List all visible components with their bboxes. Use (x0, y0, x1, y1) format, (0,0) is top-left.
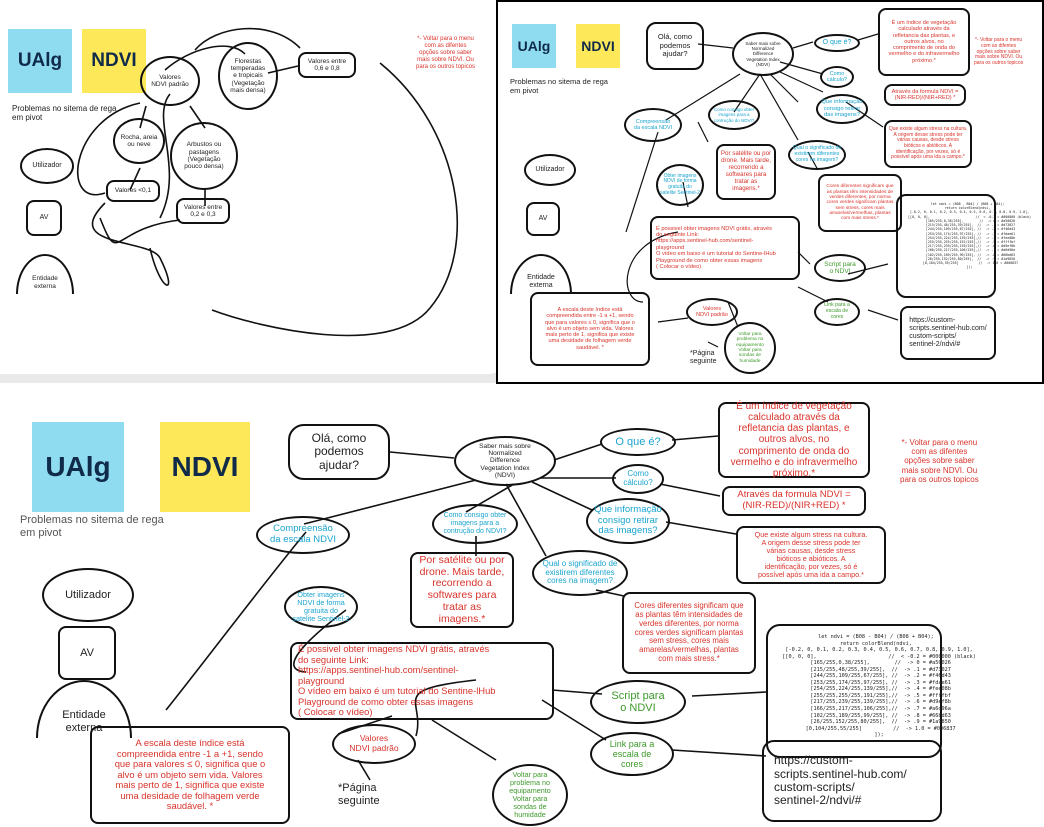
node-rocha-areia-neve: Rocha, areia ou neve (113, 118, 165, 164)
node-custom-url: https://custom- scripts.sentinel-hub.com… (762, 740, 942, 822)
node-satelite: Por satélite ou por drone. Mais tarde, r… (410, 552, 514, 628)
subtitle: Problemas no sitema de rega em pivot (12, 104, 117, 123)
node-voltar: Voltar para problema no equipamento Volt… (492, 764, 568, 826)
node-arbustos: Arbustos ou pastagens (Vegetação pouco d… (170, 122, 238, 190)
node-possivel-obter: É possivel obter imagens NDVI grátis, at… (290, 642, 554, 720)
legend-entidade-externa: Entidade externa (510, 254, 572, 294)
node-link-escala: Link para a escala de cores (590, 732, 674, 776)
node-valores-padrao: Valores NDVI padrão (332, 724, 416, 764)
legend-utilizador: Utilizador (20, 148, 74, 184)
node-o-que-e: O que é? (814, 34, 860, 52)
node-escala: A escala deste índice está compreendida … (530, 292, 650, 366)
subtitle: Problemas no sitema de rega em pivot (510, 77, 608, 95)
node-cores: Cores diferentes significam que as plant… (818, 174, 902, 232)
node-script: Script para o NDVI (814, 254, 866, 282)
node-custom-url: https://custom- scripts.sentinel-hub.com… (900, 306, 996, 360)
legend-av: AV (526, 202, 560, 236)
node-significado: Qual o significado de existirem diferent… (788, 140, 846, 170)
node-stress: Que existe algum stress na cultura. A or… (884, 120, 972, 168)
node-saber-mais: Saber mais sobre Normalized Difference V… (454, 436, 556, 486)
panel-flow-small: UAlg NDVI Problemas no sitema de rega em… (496, 0, 1044, 384)
menu-note: *- Voltar para o menu com as difentes op… (416, 36, 476, 70)
panel-flow-large: UAlg NDVI Problemas no sitema de rega em… (6, 400, 1044, 827)
node-entre-02-03: Valores entre 0,2 e 0,3 (176, 198, 230, 224)
node-escala: A escala deste índice está compreendida … (90, 726, 290, 824)
legend-utilizador: Utilizador (524, 154, 576, 186)
node-ola: Olá, como podemos ajudar? (646, 22, 704, 70)
ndvi-sticky: NDVI (82, 29, 146, 93)
node-como-obter: Como consigo obter imagens para a contru… (432, 504, 518, 544)
ualg-sticky: UAlg (32, 422, 124, 512)
node-possivel-obter: É possivel obter imagens NDVI grátis, at… (650, 216, 800, 280)
node-saber-mais: Saber mais sobre Normalized Difference V… (732, 32, 794, 76)
node-pagina-seguinte: *Página seguinte (690, 350, 717, 366)
ndvi-script-code: let ndvi = (B08 - B04) / (B08 + B04); re… (782, 634, 976, 739)
node-definicao: É um índice de vegetação calculado atrav… (878, 8, 970, 76)
panel-separator (0, 373, 496, 383)
node-significado: Qual o significado de existirem diferent… (532, 550, 628, 596)
menu-note: *- Voltar para o menu com as difentes op… (974, 37, 1024, 66)
subtitle: Problemas no sitema de rega em pivot (20, 514, 164, 539)
ndvi-sticky: NDVI (576, 24, 620, 68)
node-formula: Através da formula NDVI = (NIR-RED)/(NIR… (884, 84, 966, 106)
node-compreensao: Compreensão da escala NDVI (256, 516, 350, 554)
node-menor-01: Valores <0,1 (106, 180, 160, 202)
node-obter-gratuita: Obter imagens NDVI de forma gratuita do … (656, 164, 704, 206)
menu-note: *- Voltar para o menu com as difentes op… (900, 438, 979, 484)
node-cores: Cores diferentes significam que as plant… (622, 592, 756, 674)
node-como-calculo: Como cálculo? (612, 464, 664, 494)
node-que-informacao: Que informação consigo retirar das image… (816, 94, 868, 124)
node-ola: Olá, como podemos ajudar? (288, 424, 390, 480)
node-o-que-e: O que é? (600, 428, 676, 456)
ualg-sticky: UAlg (8, 29, 72, 93)
ndvi-script-code: let ndvi = (B08 - B04) / (B08 + B04); re… (907, 202, 1032, 270)
node-obter-gratuita: Obter imagens NDVI de forma gratuita do … (284, 586, 358, 628)
node-que-informacao: Que informação consigo retirar das image… (586, 498, 670, 544)
node-link-escala: Link para a escala de cores (814, 298, 860, 326)
legend-entidade-externa: Entidade externa (16, 254, 74, 294)
node-como-calculo: Como cálculo? (820, 66, 854, 88)
node-definicao: É um índice de vegetação calculado atrav… (718, 401, 870, 479)
node-valores-padrao: Valores NDVI padrão (686, 298, 738, 326)
node-code-box: let ndvi = (B08 - B04) / (B08 + B04); re… (766, 624, 976, 758)
node-pagina-seguinte: *Página seguinte (338, 782, 380, 807)
node-code-box: let ndvi = (B08 - B04) / (B08 + B04); re… (896, 194, 1031, 298)
node-como-obter: Como consigo obter imagens para a contru… (708, 100, 760, 130)
node-entre-06-08: Valores entre 0,6 e 0,8 (298, 52, 356, 78)
legend-av: AV (26, 200, 62, 236)
ndvi-sticky: NDVI (160, 422, 250, 512)
node-valores-ndvi-padrao: Valores NDVI padrão (140, 56, 200, 106)
node-compreensao: Compreensão da escala NDVI (624, 108, 682, 142)
node-voltar: Voltar para problema no equipamento Volt… (724, 322, 776, 374)
node-formula: Através da formula NDVI = (NIR-RED)/(NIR… (722, 486, 866, 516)
legend-av: AV (58, 626, 116, 680)
node-stress: Que existe algum stress na cultura. A or… (736, 526, 886, 584)
node-florestas: Florestas temperadas e tropicais (Vegeta… (218, 42, 278, 110)
legend-utilizador: Utilizador (42, 568, 134, 622)
ualg-sticky: UAlg (512, 24, 556, 68)
node-satelite: Por satélite ou por drone. Mais tarde, r… (716, 144, 776, 200)
node-script: Script para o NDVI (590, 680, 686, 724)
panel-ndvi-standard-values: UAlg NDVI Problemas no sitema de rega em… (0, 8, 492, 374)
